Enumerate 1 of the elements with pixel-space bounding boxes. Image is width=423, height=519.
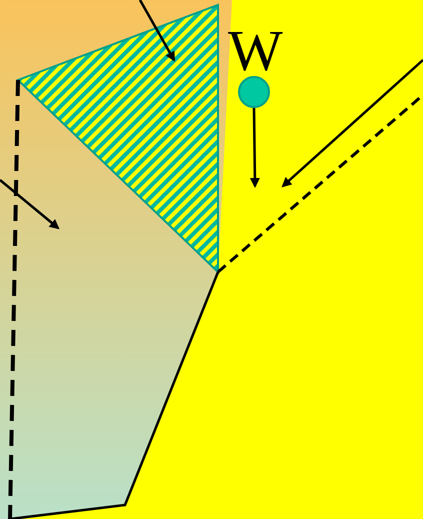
weight-label: W	[228, 22, 283, 80]
